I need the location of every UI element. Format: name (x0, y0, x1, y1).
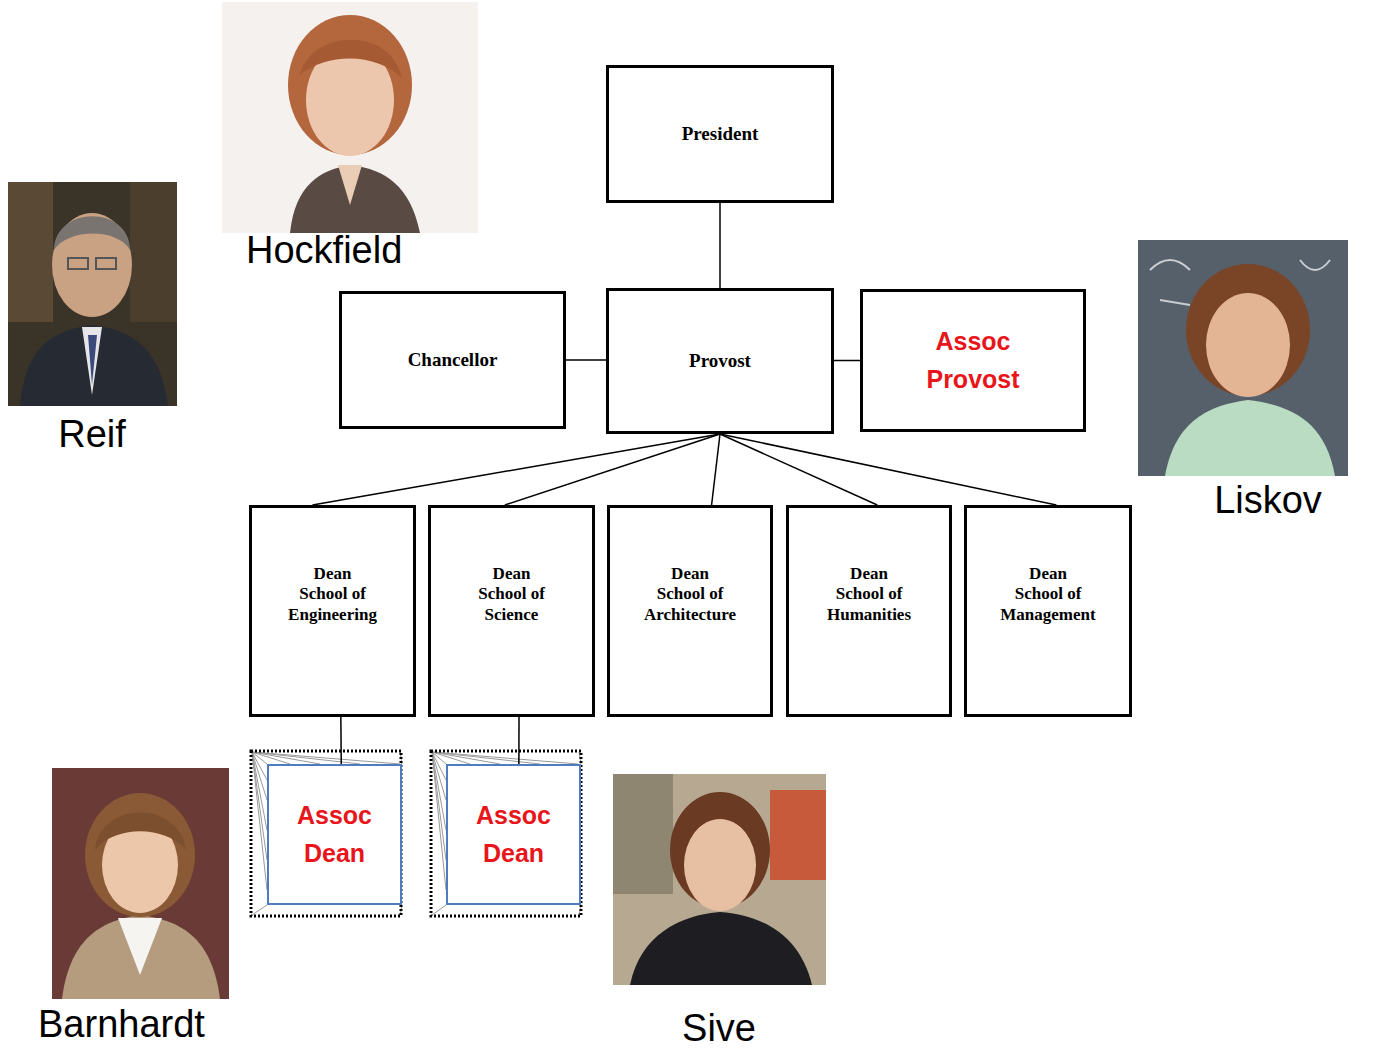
reporting-line (340, 717, 342, 764)
stacked-frame (251, 751, 402, 916)
person-name: Barnhardt (38, 1004, 205, 1046)
dean-box: DeanSchool of Management (964, 505, 1132, 717)
dean-box: DeanSchool of Humanities (786, 505, 952, 717)
person-name: Liskov (1214, 480, 1322, 522)
box-title: Assoc Dean (464, 797, 564, 872)
reporting-line (719, 203, 721, 288)
box-title: Assoc Provost (913, 323, 1033, 398)
box-body: School of Humanities (810, 584, 928, 625)
box-title: Assoc Dean (285, 797, 385, 872)
box-body: School of Engineering (274, 584, 392, 625)
reporting-line (566, 359, 606, 361)
reporting-line (505, 434, 720, 505)
box-title: President (682, 123, 759, 145)
box-title: Dean (1029, 564, 1067, 584)
dean-box: DeanSchool of Architecture (607, 505, 773, 717)
box-title: Dean (493, 564, 531, 584)
highlighted-dean-box: Assoc Dean (267, 764, 402, 905)
dean-box: DeanSchool of Engineering (249, 505, 416, 717)
person-name: Sive (682, 1008, 756, 1050)
box-title: Dean (671, 564, 709, 584)
box-title: Provost (689, 350, 751, 372)
portrait-photo (1138, 240, 1348, 476)
reporting-line (834, 360, 860, 362)
reporting-line (312, 434, 720, 505)
box-title: Dean (850, 564, 888, 584)
box-title: Dean (314, 564, 352, 584)
reporting-line (518, 717, 520, 764)
highlighted-dean-box: Assoc Dean (446, 764, 581, 905)
box-body: School of Science (453, 584, 571, 625)
person-name: Hockfield (246, 230, 402, 272)
box-title: Chancellor (408, 349, 498, 371)
office-box: President (606, 65, 834, 203)
portrait-photo (8, 182, 177, 406)
reporting-line (720, 434, 877, 505)
box-body: School of Architecture (631, 584, 749, 625)
reporting-line (720, 434, 1056, 505)
portrait-photo (613, 774, 826, 985)
portrait-photo (52, 768, 229, 999)
highlighted-office-box: Assoc Provost (860, 289, 1086, 432)
reporting-line (712, 434, 720, 505)
stacked-frame (431, 751, 581, 916)
office-box: Provost (606, 288, 834, 434)
dean-box: DeanSchool of Science (428, 505, 595, 717)
box-body: School of Management (989, 584, 1107, 625)
office-box: Chancellor (339, 291, 566, 429)
person-name: Reif (58, 414, 126, 456)
portrait-photo (222, 2, 478, 233)
